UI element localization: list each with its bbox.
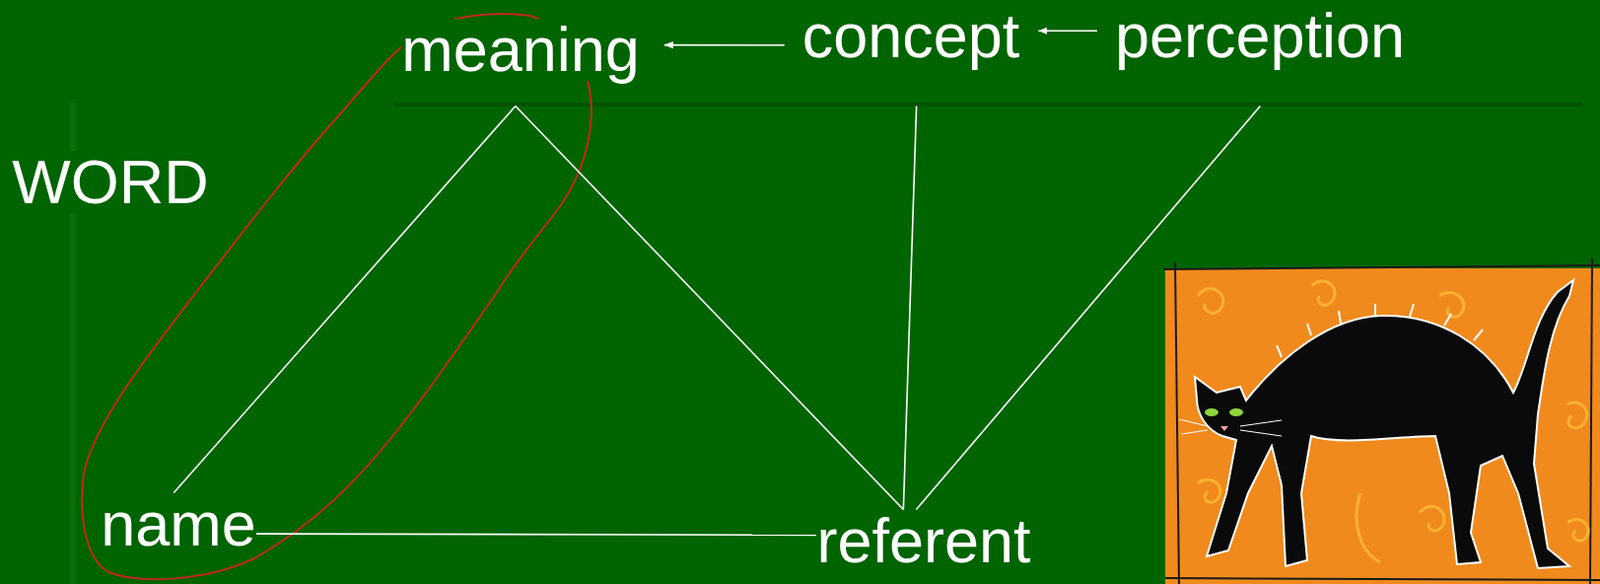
relation-arrow [664, 44, 785, 47]
relation-line [173, 106, 516, 493]
relation-line [515, 106, 904, 510]
whisker [1179, 418, 1208, 426]
term-node: name [100, 492, 257, 556]
whisker [1181, 429, 1208, 434]
swirl [1356, 492, 1381, 562]
picture-frame [1590, 258, 1593, 584]
fur-spike [1444, 313, 1452, 326]
term-text: perception [1114, 4, 1405, 68]
fur-spike [1276, 345, 1282, 357]
highlight-loop [81, 13, 592, 579]
picture-frame [1165, 577, 1600, 580]
fur-spike [1374, 303, 1377, 317]
fur-spike [1473, 329, 1483, 341]
term-node: perception [1097, 4, 1405, 107]
whisker [1240, 419, 1282, 426]
term-node: referent [816, 509, 1031, 572]
term-text: concept [802, 4, 1021, 68]
cat-nose [1220, 425, 1229, 431]
relation-line [903, 106, 916, 510]
picture-frame [1175, 262, 1180, 584]
swirl [1197, 288, 1224, 314]
heading-label: WORD [11, 150, 209, 213]
swirl [1439, 292, 1464, 318]
fur-spike [1307, 323, 1312, 336]
whiskers [1179, 418, 1282, 436]
term-node: meaning [401, 18, 665, 107]
swirl [1197, 479, 1221, 502]
term-node: concept [784, 4, 1040, 107]
relation-line [915, 106, 1260, 510]
cat-body [1194, 279, 1574, 568]
relation-line [256, 533, 818, 535]
whisker [1240, 429, 1282, 436]
fur-spikes [1276, 303, 1483, 357]
fur-spike [1409, 303, 1414, 317]
swirl [1311, 280, 1335, 305]
cat-eye [1229, 408, 1244, 417]
picture-ground [1165, 268, 1600, 584]
term-text: name [100, 492, 257, 556]
term-text: meaning [401, 18, 640, 81]
picture-frame [1163, 265, 1600, 270]
cat-eye [1204, 408, 1219, 417]
swirl [1419, 505, 1445, 531]
divider-line [394, 102, 1583, 107]
swirl [1567, 402, 1588, 428]
fur-spike [1338, 310, 1341, 324]
term-text: referent [816, 509, 1031, 572]
relation-arrow [1038, 29, 1098, 32]
swirl [1567, 519, 1589, 542]
